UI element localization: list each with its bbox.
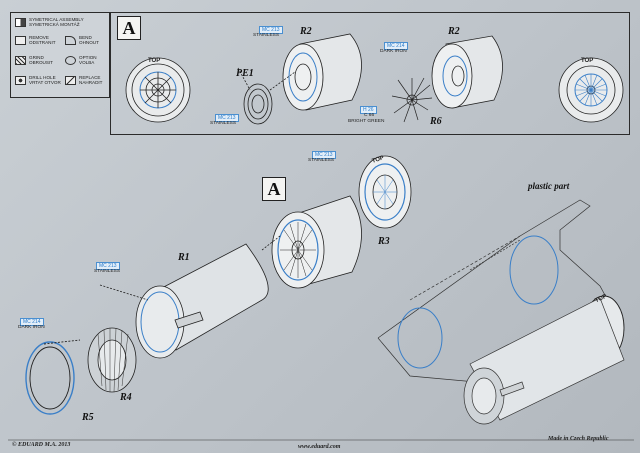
paint-note-mc214-r5: DARK IRON (18, 325, 45, 330)
paint-note-c66: C 66 (364, 113, 375, 118)
plastic-part-fuselage (377, 199, 625, 425)
step-a-badge-main: A (262, 177, 286, 201)
legend-item-bend: BEND OHNOUT (65, 35, 99, 45)
label-pe1: PE1 (236, 68, 254, 79)
step-a-detail-panel (110, 12, 630, 135)
r6-fan-part (391, 77, 433, 123)
paint-tag-mc214-r5: MC 214 (20, 318, 44, 326)
r2-cylinder-right (431, 35, 503, 109)
paint-note-mc214: DARK IRON (380, 49, 407, 54)
drill-hole-icon (15, 76, 26, 85)
icon-legend: SYMETRICAL ASSEMBLY SYMETRICKÁ MONTÁŽ RE… (10, 12, 110, 98)
legend-item-symmetrical: SYMETRICAL ASSEMBLY SYMETRICKÁ MONTÁŽ (15, 17, 84, 27)
nozzle-front-view-right (558, 57, 624, 123)
copyright-text: © EDUARD M.A. 2013 (12, 442, 71, 448)
paint-note-mc213-r1: STAINLESS (94, 269, 121, 274)
top-mark-left: TOP (148, 58, 161, 64)
legend-item-drill: DRILL HOLE VRTAT OTVOR (15, 75, 61, 85)
paint-note-mc213-r3: STAINLESS (308, 158, 335, 163)
label-r2-right: R2 (448, 26, 460, 37)
label-r2-left: R2 (300, 26, 312, 37)
label-r5: R5 (82, 412, 94, 423)
paint-tag-mc213-r3: MC 213 (312, 151, 336, 159)
label-r3: R3 (378, 236, 390, 247)
r4-nozzle-petals (87, 327, 137, 393)
r3-disc (358, 155, 412, 229)
paint-note-bright-green: BRIGHT GREEN (348, 119, 385, 124)
paint-tag-mc213-r1: MC 213 (96, 262, 120, 270)
legend-item-option: OPTION VOLBA (65, 55, 97, 65)
paint-tag-mc214: MC 214 (384, 42, 408, 50)
made-in-text: Made in Czech Republic (548, 436, 609, 442)
legend-item-grind: GRIND OBROUSIT (15, 55, 53, 65)
paint-note-mc213-a: STAINLESS (253, 33, 280, 38)
grind-icon (15, 56, 26, 65)
option-icon (65, 56, 76, 65)
paint-tag-mc213-a: MC 213 (259, 26, 283, 34)
r1-exhaust-cylinder (99, 235, 281, 359)
pe1-ring (237, 67, 273, 125)
r2-cylinder-left (269, 33, 362, 111)
label-plastic-part: plastic part (528, 181, 570, 191)
turbine-cylinder-main (271, 195, 362, 289)
label-r4: R4 (120, 392, 132, 403)
legend-item-replace: REPLACE NAHRADIT (65, 75, 102, 85)
nozzle-front-view-left (125, 57, 191, 123)
paint-tag-mc213-b: MC 213 (215, 114, 239, 122)
replace-icon (65, 76, 76, 85)
legend-item-remove: REMOVE ODSTRANIT (15, 35, 56, 45)
r5-ring (25, 339, 81, 415)
website-text: www.eduard.com (298, 444, 341, 450)
step-a-badge-top: A (117, 16, 141, 40)
label-r1: R1 (178, 252, 190, 263)
symmetrical-assembly-icon (15, 18, 26, 27)
paint-note-mc213-b: STAINLESS (210, 121, 237, 126)
remove-icon (15, 36, 26, 45)
label-r6: R6 (430, 116, 442, 127)
top-mark-right: TOP (581, 58, 594, 64)
bend-icon (65, 36, 76, 45)
paint-tag-h26: H 26 (360, 106, 377, 114)
